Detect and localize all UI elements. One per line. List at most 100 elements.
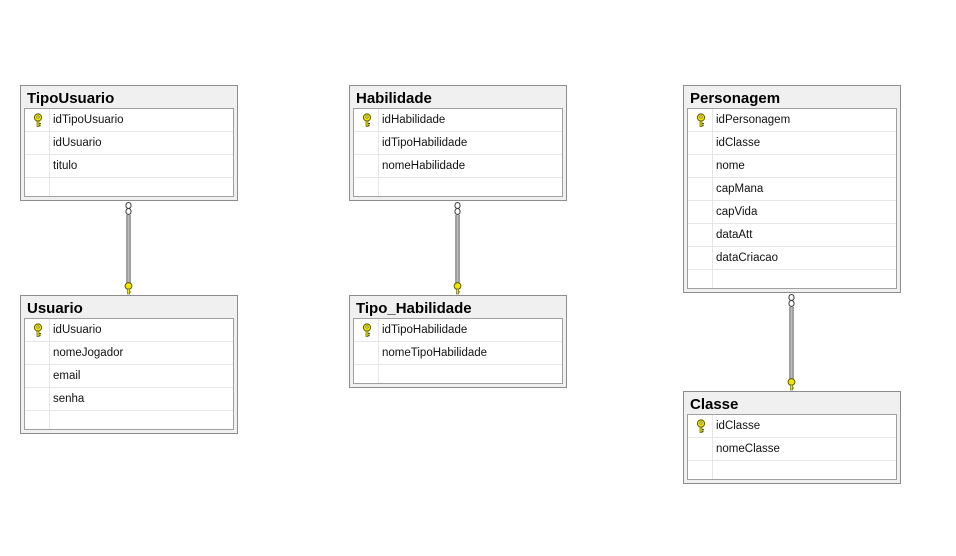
row-selector[interactable] <box>25 132 50 154</box>
row-selector[interactable] <box>688 155 713 177</box>
row-selector[interactable] <box>354 365 379 383</box>
relationship-line-tipousuario-usuario[interactable] <box>124 202 133 295</box>
column-row[interactable]: idClasse <box>688 132 896 155</box>
column-row[interactable]: nomeJogador <box>25 342 233 365</box>
relationship-line-personagem-classe[interactable] <box>787 294 796 391</box>
row-selector[interactable] <box>354 319 379 341</box>
column-row[interactable]: senha <box>25 388 233 411</box>
column-row[interactable]: dataAtt <box>688 224 896 247</box>
column-name: idUsuario <box>53 324 102 336</box>
column-row[interactable]: idPersonagem <box>688 109 896 132</box>
row-selector[interactable] <box>688 224 713 246</box>
row-selector[interactable] <box>688 109 713 131</box>
row-selector[interactable] <box>25 365 50 387</box>
table-title[interactable]: Classe <box>690 396 739 413</box>
column-name: nome <box>716 160 745 172</box>
table-title[interactable]: Personagem <box>690 90 781 107</box>
column-grid: idTipoUsuario idUsuario titulo <box>24 108 234 197</box>
column-row[interactable]: email <box>25 365 233 388</box>
column-name: nomeJogador <box>53 347 124 359</box>
column-name: dataAtt <box>716 229 753 241</box>
primary-key-icon <box>33 113 43 127</box>
column-row[interactable]: nomeHabilidade <box>354 155 562 178</box>
row-selector[interactable] <box>688 178 713 200</box>
column-name: email <box>53 370 81 382</box>
row-selector[interactable] <box>688 461 713 479</box>
table-tipo-habilidade[interactable]: Tipo_Habilidade idTipoHabilidade nomeTipoH… <box>349 295 567 388</box>
column-row[interactable]: idTipoHabilidade <box>354 132 562 155</box>
row-selector[interactable] <box>25 411 50 429</box>
column-name: capMana <box>716 183 764 195</box>
column-name: idClasse <box>716 137 761 149</box>
table-title[interactable]: Tipo_Habilidade <box>356 300 472 317</box>
column-row[interactable]: titulo <box>25 155 233 178</box>
table-personagem[interactable]: Personagem idPersonagem idClasse nome capMan… <box>683 85 901 293</box>
row-selector[interactable] <box>25 319 50 341</box>
primary-key-icon <box>696 419 706 433</box>
row-selector[interactable] <box>354 342 379 364</box>
row-selector[interactable] <box>354 178 379 196</box>
row-selector[interactable] <box>688 438 713 460</box>
column-grid: idClasse nomeClasse <box>687 414 897 480</box>
row-selector[interactable] <box>25 178 50 196</box>
table-classe[interactable]: Classe idClasse nomeClasse <box>683 391 901 484</box>
column-name: idPersonagem <box>716 114 791 126</box>
column-row[interactable]: idTipoUsuario <box>25 109 233 132</box>
column-row[interactable]: idUsuario <box>25 319 233 342</box>
column-name: idTipoUsuario <box>53 114 124 126</box>
column-row[interactable]: capMana <box>688 178 896 201</box>
column-name: idClasse <box>716 420 761 432</box>
column-name: idHabilidade <box>382 114 446 126</box>
primary-key-icon <box>696 113 706 127</box>
column-row[interactable]: idClasse <box>688 415 896 438</box>
new-column-row[interactable] <box>354 178 562 196</box>
column-row[interactable]: dataCriacao <box>688 247 896 270</box>
new-column-row[interactable] <box>25 411 233 429</box>
column-name: capVida <box>716 206 758 218</box>
row-selector[interactable] <box>354 109 379 131</box>
relationship-line-habilidade-tipo-habilidade[interactable] <box>453 202 462 295</box>
column-name: idTipoHabilidade <box>382 324 468 336</box>
table-usuario[interactable]: Usuario idUsuario nomeJogador email senha <box>20 295 238 434</box>
column-name: dataCriacao <box>716 252 779 264</box>
new-column-row[interactable] <box>688 270 896 288</box>
column-row[interactable]: nomeTipoHabilidade <box>354 342 562 365</box>
row-selector[interactable] <box>354 155 379 177</box>
column-row[interactable]: idTipoHabilidade <box>354 319 562 342</box>
row-selector[interactable] <box>688 201 713 223</box>
primary-key-icon <box>362 113 372 127</box>
column-row[interactable]: idUsuario <box>25 132 233 155</box>
column-row[interactable]: nomeClasse <box>688 438 896 461</box>
column-grid: idUsuario nomeJogador email senha <box>24 318 234 430</box>
column-row[interactable]: nome <box>688 155 896 178</box>
row-selector[interactable] <box>25 388 50 410</box>
table-habilidade[interactable]: Habilidade idHabilidade idTipoHabilidade no… <box>349 85 567 201</box>
table-title[interactable]: Habilidade <box>356 90 432 107</box>
column-row[interactable]: idHabilidade <box>354 109 562 132</box>
new-column-row[interactable] <box>25 178 233 196</box>
column-name: idUsuario <box>53 137 102 149</box>
column-grid: idTipoHabilidade nomeTipoHabilidade <box>353 318 563 384</box>
primary-key-icon <box>33 323 43 337</box>
row-selector[interactable] <box>688 247 713 269</box>
row-selector[interactable] <box>688 132 713 154</box>
table-title[interactable]: Usuario <box>27 300 83 317</box>
column-name: nomeHabilidade <box>382 160 466 172</box>
column-grid: idPersonagem idClasse nome capMana capVida da… <box>687 108 897 289</box>
row-selector[interactable] <box>688 270 713 288</box>
row-selector[interactable] <box>354 132 379 154</box>
table-title[interactable]: TipoUsuario <box>27 90 115 107</box>
column-grid: idHabilidade idTipoHabilidade nomeHabilida… <box>353 108 563 197</box>
row-selector[interactable] <box>25 342 50 364</box>
row-selector[interactable] <box>25 155 50 177</box>
column-name: nomeTipoHabilidade <box>382 347 488 359</box>
row-selector[interactable] <box>25 109 50 131</box>
primary-key-icon <box>362 323 372 337</box>
new-column-row[interactable] <box>354 365 562 383</box>
new-column-row[interactable] <box>688 461 896 479</box>
table-tipousuario[interactable]: TipoUsuario idTipoUsuario idUsuario titulo <box>20 85 238 201</box>
row-selector[interactable] <box>688 415 713 437</box>
column-row[interactable]: capVida <box>688 201 896 224</box>
